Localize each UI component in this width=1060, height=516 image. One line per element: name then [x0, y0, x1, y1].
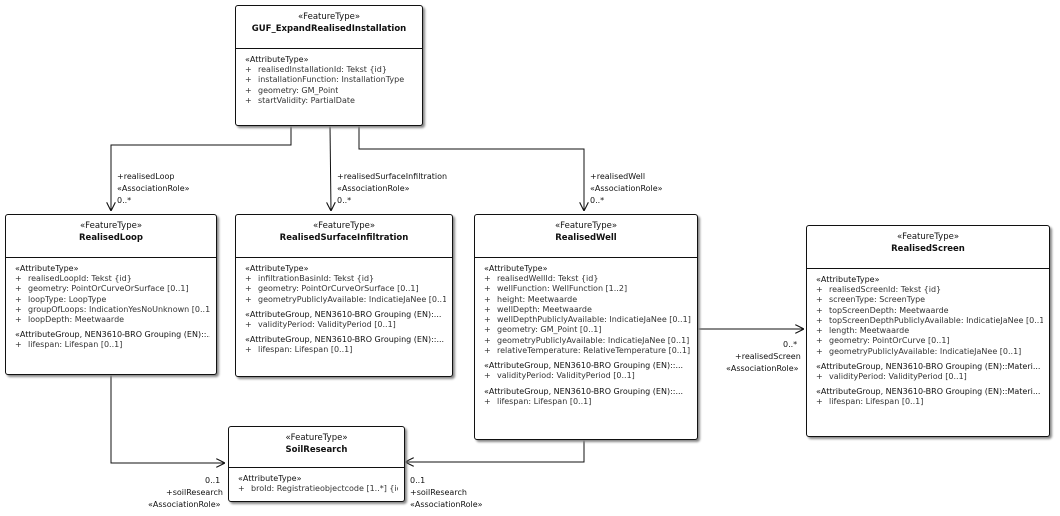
class-header: «FeatureType» RealisedSurfaceInfiltratio… — [236, 215, 452, 258]
attribute-row: +wellDepthPubliclyAvailable: IndicatieJa… — [484, 315, 691, 325]
attribute-row: +lifespan: Lifespan [0..1] — [484, 396, 592, 406]
role-label-realised-screen: +realisedScreen — [735, 352, 801, 361]
role-stereotype-realised-loop: «AssociationRole» — [117, 184, 190, 193]
class-name: RealisedLoop — [79, 233, 143, 243]
class-guf-expand-realised-installation[interactable]: «FeatureType» GUF_ExpandRealisedInstalla… — [235, 5, 423, 126]
stereotype-label: «FeatureType» — [297, 12, 361, 22]
attribute-section-label: «AttributeType» — [484, 264, 548, 273]
association-line-soil-right[interactable] — [405, 440, 585, 462]
class-header: «FeatureType» RealisedWell — [475, 215, 697, 258]
attribute-row: +realisedScreenId: Tekst {id} — [816, 285, 942, 294]
multiplicity-realised-loop: 0..* — [117, 196, 132, 205]
attribute-row: +wellDepth: Meetwaarde — [484, 304, 592, 314]
class-soil-research[interactable]: «FeatureType» SoilResearch «AttributeTyp… — [228, 426, 405, 502]
attribute-row: +lifespan: Lifespan [0..1] — [245, 345, 353, 355]
attribute-group-label: «AttributeGroup, NEN3610-BRO Grouping (E… — [15, 330, 210, 340]
attribute-section-label: «AttributeType» — [238, 474, 302, 483]
attribute-row: +wellFunction: WellFunction [1..2] — [484, 284, 628, 294]
multiplicity-realised-screen: 0..* — [783, 340, 798, 349]
multiplicity-realised-well: 0..* — [590, 196, 605, 205]
role-stereotype-soil-research-left: «AssociationRole» — [148, 500, 221, 509]
attribute-group-label: «AttributeGroup, NEN3610-BRO Grouping (E… — [816, 387, 1041, 397]
attribute-row: +validityPeriod: ValidityPeriod [0..1] — [816, 372, 967, 382]
class-realised-loop[interactable]: «FeatureType» RealisedLoop «AttributeTyp… — [5, 214, 217, 375]
association-line-loop[interactable] — [111, 126, 292, 211]
attribute-row: +geometryPubliclyAvailable: IndicatieJaN… — [484, 335, 690, 345]
attribute-row: +realisedWellId: Tekst {id} — [484, 274, 599, 283]
class-name: SoilResearch — [285, 445, 348, 455]
association-line-well[interactable] — [358, 126, 584, 211]
stereotype-label: «FeatureType» — [312, 221, 376, 231]
attribute-row: +realisedInstallationId: Tekst {id} — [245, 65, 387, 74]
attribute-row: +screenType: ScreenType — [816, 295, 926, 305]
role-stereotype-realised-surface-infiltration: «AssociationRole» — [337, 184, 410, 193]
attribute-row: +geometryPubliclyAvailable: IndicatieJaN… — [816, 346, 1022, 356]
role-label-realised-well: +realisedWell — [590, 172, 646, 181]
attribute-section-label: «AttributeType» — [816, 275, 880, 284]
attribute-row: +topScreenDepthPubliclyAvailable: Indica… — [816, 315, 1043, 325]
attribute-row: +relativeTemperature: RelativeTemperatur… — [484, 346, 691, 356]
class-realised-surface-infiltration[interactable]: «FeatureType» RealisedSurfaceInfiltratio… — [235, 214, 453, 377]
attribute-row: +geometry: PointOrCurveOrSurface [0..1] — [245, 284, 419, 294]
association-line-infiltration[interactable] — [330, 125, 331, 211]
class-name: RealisedWell — [555, 233, 617, 243]
attribute-row: +lifespan: Lifespan [0..1] — [816, 397, 924, 407]
class-header: «FeatureType» RealisedLoop — [6, 215, 216, 258]
attribute-group-label: «AttributeGroup, NEN3610-BRO Grouping (E… — [484, 386, 684, 396]
attribute-row: +loopDepth: Meetwaarde — [15, 315, 125, 325]
stereotype-label: «FeatureType» — [285, 433, 348, 443]
attribute-row: +startValidity: PartialDate — [245, 95, 355, 105]
stereotype-label: «FeatureType» — [79, 221, 143, 231]
attribute-row: +length: Meetwaarde — [816, 326, 910, 336]
attribute-group-label: «AttributeGroup, NEN3610-BRO Grouping (E… — [245, 335, 445, 345]
attribute-row: +installationFunction: InstallationType — [245, 75, 405, 85]
attribute-row: +groupOfLoops: IndicationYesNoUnknown [0… — [15, 304, 210, 314]
attribute-row: +loopType: LoopType — [15, 294, 107, 304]
role-label-realised-surface-infiltration: +realisedSurfaceInfiltration — [337, 172, 448, 181]
attribute-row: +lifespan: Lifespan [0..1] — [15, 340, 123, 350]
attribute-row: +geometry: PointOrCurveOrSurface [0..1] — [15, 284, 189, 294]
attribute-row: +infiltrationBasinId: Tekst {id} — [245, 274, 375, 283]
role-label-soil-research-right: +soilResearch — [410, 488, 467, 497]
stereotype-label: «FeatureType» — [554, 221, 618, 231]
multiplicity-soil-research-right: 0..1 — [410, 476, 426, 485]
attribute-row: +validityPeriod: ValidityPeriod [0..1] — [245, 319, 396, 329]
role-stereotype-realised-screen: «AssociationRole» — [726, 364, 799, 373]
role-label-realised-loop: +realisedLoop — [117, 172, 175, 181]
attribute-group-label: «AttributeGroup, NEN3610-BRO Grouping (E… — [484, 361, 684, 371]
multiplicity-realised-surface-infiltration: 0..* — [337, 196, 352, 205]
multiplicity-soil-research-left: 0..1 — [205, 476, 221, 485]
attribute-row: +geometry: PointOrCurve [0..1] — [816, 336, 950, 346]
attribute-row: +topScreenDepth: Meetwaarde — [816, 305, 949, 315]
association-line-soil-left[interactable] — [110, 375, 225, 463]
attribute-row: +height: Meetwaarde — [484, 294, 578, 304]
attribute-row: +broId: Registratieobjectcode [1..*] {id… — [238, 484, 398, 493]
class-name: GUF_ExpandRealisedInstallation — [251, 24, 407, 34]
attribute-group-label: «AttributeGroup, NEN3610-BRO Grouping (E… — [816, 362, 1041, 372]
attribute-row: +geometry: GM_Point [0..1] — [484, 325, 602, 335]
attribute-section-label: «AttributeType» — [245, 55, 309, 64]
stereotype-label: «FeatureType» — [896, 232, 960, 242]
class-name: RealisedScreen — [891, 244, 965, 254]
class-header: «FeatureType» SoilResearch — [229, 427, 404, 468]
role-label-soil-research-left: +soilResearch — [166, 488, 223, 497]
attribute-row: +validityPeriod: ValidityPeriod [0..1] — [484, 371, 635, 381]
class-header: «FeatureType» RealisedScreen — [807, 226, 1049, 269]
attribute-section-label: «AttributeType» — [245, 264, 309, 273]
attribute-group-label: «AttributeGroup, NEN3610-BRO Grouping (E… — [245, 309, 442, 319]
class-realised-well[interactable]: «FeatureType» RealisedWell «AttributeTyp… — [474, 214, 698, 440]
class-realised-screen[interactable]: «FeatureType» RealisedScreen «AttributeT… — [806, 225, 1050, 437]
attribute-row: +geometryPubliclyAvailable: IndicatieJaN… — [245, 294, 446, 304]
role-stereotype-realised-well: «AssociationRole» — [590, 184, 663, 193]
attribute-section-label: «AttributeType» — [15, 264, 79, 273]
attribute-row: +realisedLoopId: Tekst {id} — [15, 274, 132, 283]
role-stereotype-soil-research-right: «AssociationRole» — [410, 500, 483, 509]
attribute-row: +geometry: GM_Point — [245, 85, 339, 95]
class-name: RealisedSurfaceInfiltration — [279, 233, 409, 243]
class-header: «FeatureType» GUF_ExpandRealisedInstalla… — [236, 6, 422, 49]
